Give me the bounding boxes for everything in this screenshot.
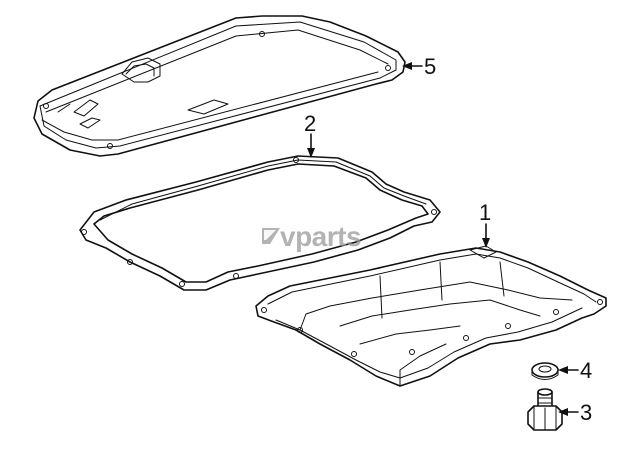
callout-2: 2 <box>304 111 316 136</box>
part-4-washer <box>531 362 559 380</box>
part-5-filter <box>33 15 406 157</box>
leader-2 <box>307 133 315 158</box>
callout-1: 1 <box>479 200 491 225</box>
leader-1 <box>482 223 490 248</box>
leader-3 <box>558 408 579 416</box>
leader-4 <box>558 366 579 374</box>
watermark-text: vparts <box>280 221 361 252</box>
callout-5: 5 <box>424 54 436 79</box>
watermark: vparts <box>262 221 362 252</box>
part-2-gasket <box>79 155 441 291</box>
leader-5 <box>402 62 423 70</box>
callout-4: 4 <box>580 358 592 383</box>
part-1-oil-pan <box>255 245 607 387</box>
callout-3: 3 <box>580 400 592 425</box>
part-3-drain-bolt <box>527 388 563 431</box>
